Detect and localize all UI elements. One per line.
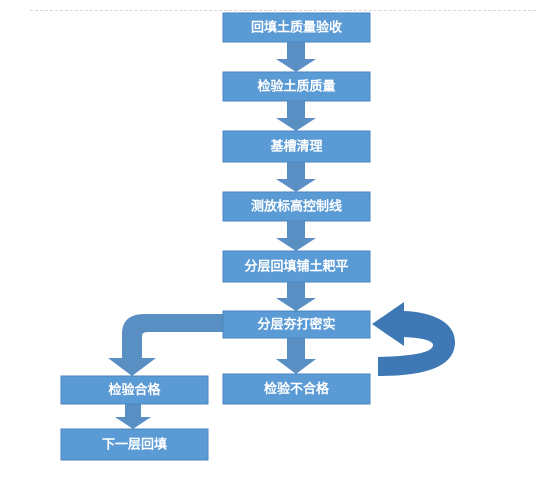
step-inspection-passed: 检验合格 — [60, 375, 209, 405]
arrow-compaction-to-failed — [276, 338, 316, 374]
arrow-passed-to-next-layer — [115, 404, 151, 429]
arrow-inspect-to-clearing — [276, 101, 316, 131]
step-inspect-soil-quality: 检验土质质量 — [222, 71, 371, 102]
arrow-clearing-to-survey — [276, 162, 316, 192]
step-label: 检验合格 — [108, 382, 161, 398]
arrow-acceptance-to-inspect — [276, 42, 316, 72]
step-label: 下一层回填 — [102, 437, 167, 453]
step-layered-ramming-compaction: 分层夯打密实 — [222, 310, 371, 339]
step-backfill-soil-acceptance: 回填土质量验收 — [222, 12, 371, 43]
step-next-layer-backfill: 下一层回填 — [60, 428, 209, 461]
step-label: 检验不合格 — [264, 381, 330, 397]
step-label: 分层回填铺土耙平 — [244, 259, 348, 275]
arrow-fill-to-compaction — [276, 282, 316, 311]
step-label: 基槽清理 — [269, 139, 322, 155]
step-foundation-trench-clearing: 基槽清理 — [222, 130, 371, 163]
top-dashed-rule — [30, 10, 536, 11]
step-layered-fill-leveling: 分层回填铺土耙平 — [222, 250, 371, 283]
step-label: 检验土质质量 — [257, 79, 335, 95]
step-inspection-failed: 检验不合格 — [222, 373, 371, 405]
loop-back-arrow — [372, 302, 455, 376]
step-label: 分层夯打密实 — [257, 317, 335, 333]
arrow-compaction-to-passed — [108, 314, 223, 376]
step-label: 测放标高控制线 — [251, 199, 342, 215]
step-survey-elevation-line: 测放标高控制线 — [222, 191, 371, 222]
step-label: 回填土质量验收 — [251, 20, 343, 36]
arrow-survey-to-fill — [276, 221, 316, 251]
